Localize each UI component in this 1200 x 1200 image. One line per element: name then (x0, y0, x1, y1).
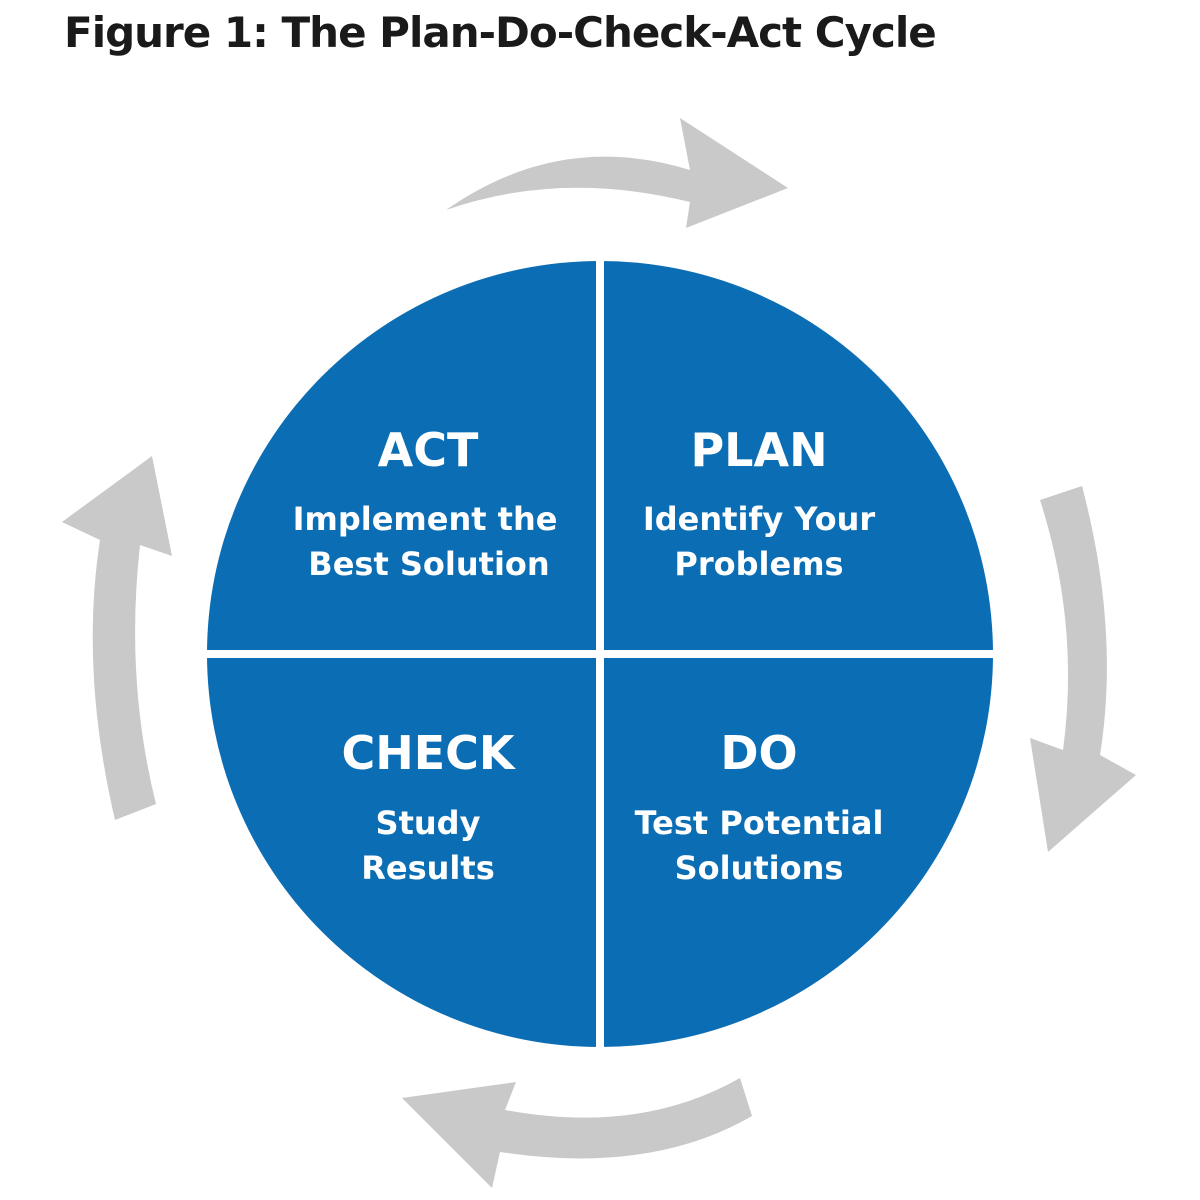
figure-title: Figure 1: The Plan-Do-Check-Act Cycle (64, 8, 937, 57)
act-description-line2: Best Solution (308, 545, 549, 583)
check-description-line2: Results (361, 849, 494, 887)
act-heading: ACT (378, 423, 479, 477)
curved-arrow-up-icon (62, 456, 172, 820)
check-heading: CHECK (341, 726, 516, 780)
plan-description-line1: Identify Your (643, 500, 875, 538)
plan-description-line2: Problems (674, 545, 843, 583)
do-heading: DO (720, 726, 797, 780)
act-description-line1: Implement the (293, 500, 558, 538)
curved-arrow-right-icon (446, 118, 788, 228)
do-description-line1: Test Potential (635, 804, 884, 842)
do-description-line2: Solutions (675, 849, 844, 887)
quadrant-check: CHECK Study Results (341, 726, 516, 887)
quadrant-act: ACT Implement the Best Solution (293, 423, 558, 583)
quadrant-plan: PLAN Identify Your Problems (643, 423, 875, 583)
curved-arrow-down-icon (1030, 486, 1136, 852)
cycle-arrows (62, 118, 1136, 1188)
plan-heading: PLAN (690, 423, 827, 477)
quadrant-do: DO Test Potential Solutions (635, 726, 884, 887)
check-description-line1: Study (376, 804, 481, 842)
curved-arrow-left-icon (402, 1078, 752, 1188)
